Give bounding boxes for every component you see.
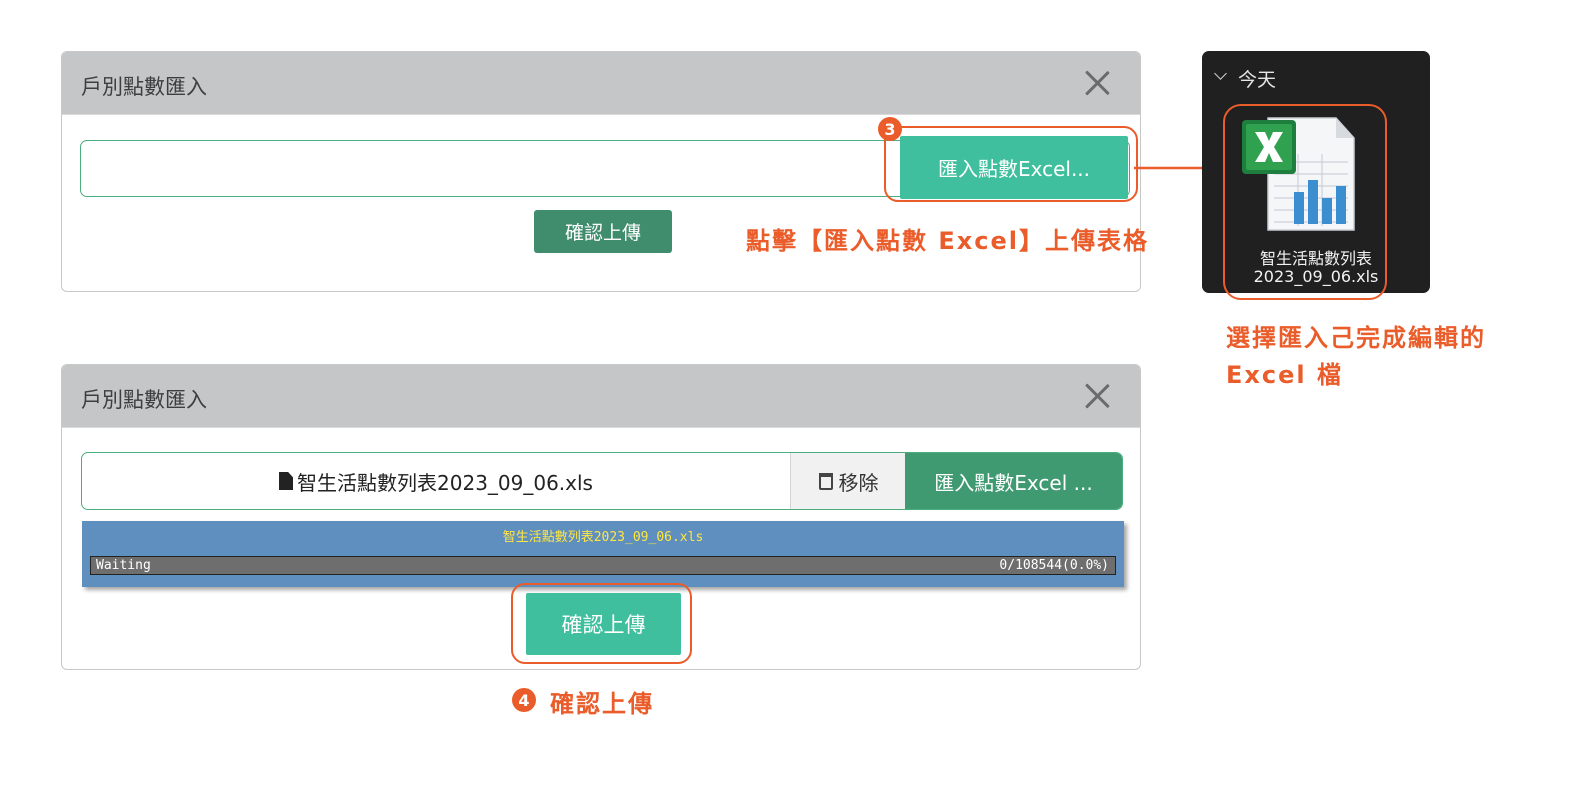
progress-file-name: 智生活點數列表2023_09_06.xls (502, 530, 704, 545)
select-instruction-line1: 選擇匯入己完成編輯的 (1226, 324, 1486, 352)
dialog-title: 戶別點數匯入 (81, 388, 207, 412)
import-dialog-initial: 戶別點數匯入 匯入點數Excel... 確認上傳 (61, 51, 1141, 292)
import-excel-button[interactable]: 匯入點數Excel ... (905, 453, 1122, 509)
dialog-title: 戶別點數匯入 (81, 75, 207, 99)
group-label-today: 今天 (1238, 69, 1277, 91)
file-label-line1: 智生活點數列表 (1259, 249, 1372, 268)
progress-count: 0/108544(0.0%) (999, 558, 1109, 573)
highlight-import-button (884, 126, 1138, 202)
selected-file-name: 智生活點數列表2023_09_06.xls (297, 470, 593, 495)
import-excel-button[interactable]: 匯入點數Excel... (900, 136, 1128, 199)
close-icon[interactable] (1084, 383, 1110, 409)
progress-status: Waiting (96, 558, 151, 573)
trash-icon (818, 472, 833, 490)
highlight-excel-file (1223, 104, 1387, 300)
file-select-row: 智生活點數列表2023_09_06.xls 移除 匯入點數Excel ... (81, 452, 1123, 510)
step-3-badge: 3 (878, 117, 902, 141)
excel-file-icon[interactable] (1240, 114, 1356, 232)
confirm-upload-button[interactable]: 確認上傳 (534, 210, 672, 253)
close-icon[interactable] (1084, 70, 1110, 96)
progress-bar: Waiting 0/108544(0.0%) (90, 556, 1116, 575)
file-path-field[interactable] (80, 140, 1130, 197)
remove-label: 移除 (838, 470, 879, 495)
chevron-down-icon[interactable] (1214, 67, 1227, 80)
step-4-badge: 4 (512, 688, 536, 712)
upload-progress-panel: 智生活點數列表2023_09_06.xls Waiting 0/108544(0… (82, 521, 1124, 587)
dialog-header: 戶別點數匯入 (62, 365, 1140, 428)
selected-file-field[interactable]: 智生活點數列表2023_09_06.xls (82, 453, 790, 509)
step-3-instruction: 點擊【匯入點數 Excel】上傳表格 (746, 227, 1149, 255)
step-4-instruction: 確認上傳 (550, 690, 654, 718)
file-icon (279, 472, 294, 490)
remove-file-button[interactable]: 移除 (790, 453, 906, 509)
highlight-confirm-button (511, 583, 692, 664)
select-instruction-line2: Excel 檔 (1226, 361, 1343, 389)
dialog-header: 戶別點數匯入 (62, 52, 1140, 115)
file-label-line2: 2023_09_06.xls (1253, 267, 1379, 286)
confirm-upload-button[interactable]: 確認上傳 (526, 593, 681, 655)
file-explorer-panel: 今天 智生活點數列表 2023_09_06.xls (1202, 51, 1430, 293)
import-dialog-file-selected: 戶別點數匯入 智生活點數列表2023_09_06.xls 移除 匯入點數Exce… (61, 364, 1141, 670)
